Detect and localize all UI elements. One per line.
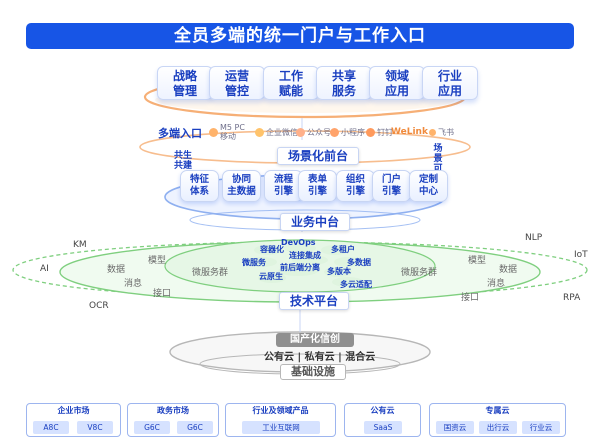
chip-wecom[interactable]: 企业微信: [255, 127, 298, 138]
mid-right-model: 模型: [468, 256, 487, 266]
mid-right-message: 消息: [487, 279, 506, 289]
mid-left-interface: 接口: [153, 289, 172, 299]
outer-label-ai: AI: [40, 264, 49, 274]
bubble-devops: DevOps: [281, 238, 316, 247]
outer-label-ocr: OCR: [89, 301, 109, 311]
chip-dingtalk[interactable]: 钉钉: [366, 127, 393, 138]
mid-left-message: 消息: [124, 279, 143, 289]
front-stage-label: 场景化前台: [277, 147, 359, 165]
market-enterprise-title: 企业市场: [57, 406, 90, 415]
chip-wecom-text: 企业微信: [266, 128, 298, 137]
market-tag-g6c-1[interactable]: G6C: [134, 421, 170, 434]
market-government[interactable]: 政务市场 G6C G6C: [127, 403, 219, 437]
bubble-multi-cloud: 多云适配: [340, 280, 372, 289]
outer-label-rpa: RPA: [563, 293, 581, 303]
bubble-cloud-native: 云原生: [259, 272, 283, 281]
market-public-cloud-title: 公有云: [370, 406, 395, 415]
mid-left-model: 模型: [148, 256, 167, 266]
bubble-multi-data: 多数据: [347, 258, 371, 267]
multi-entry-label: 多端入口: [158, 127, 202, 140]
engine-organization[interactable]: 组织 引擎: [336, 170, 375, 202]
bubble-integration: 连接集成: [289, 251, 321, 260]
m5-icon: [209, 127, 218, 137]
chip-feishu-text: 飞书: [438, 128, 454, 137]
cloud-types: 公有云 | 私有云 | 混合云: [264, 352, 376, 363]
feishu-icon: [429, 129, 436, 136]
engine-feature-system[interactable]: 特征 体系: [180, 170, 219, 202]
market-dedicated-cloud[interactable]: 专属云 国资云 出行云 行业云: [429, 403, 566, 437]
market-dedicated-cloud-title: 专属云: [485, 406, 510, 415]
market-tag-travel-cloud[interactable]: 出行云: [479, 421, 517, 434]
market-tag-industrial-internet[interactable]: 工业互联网: [242, 421, 320, 434]
mid-right-data: 数据: [499, 265, 518, 275]
market-industry-title: 行业及领域产品: [252, 406, 309, 415]
chip-dingtalk-text: 钉钉: [377, 128, 393, 137]
bubble-containerization: 容器化: [260, 245, 284, 254]
chip-m5[interactable]: M5 PC 移动: [209, 123, 245, 141]
mid-right-interface: 接口: [461, 293, 480, 303]
bubble-multi-version: 多版本: [327, 267, 351, 276]
capability-operations[interactable]: 运营 管控: [209, 66, 265, 100]
chip-official-text: 公众号: [307, 128, 331, 137]
bubble-multi-tenant: 多租户: [331, 245, 355, 254]
chip-official[interactable]: 公众号: [296, 127, 331, 138]
official-account-icon: [296, 128, 305, 137]
capability-domain-apps[interactable]: 领域 应用: [369, 66, 425, 100]
capability-work-enablement[interactable]: 工作 赋能: [263, 66, 319, 100]
miniprogram-icon: [330, 128, 339, 137]
market-tag-a8c[interactable]: A8C: [33, 421, 69, 434]
market-government-title: 政务市场: [157, 406, 189, 415]
chip-miniprogram-text: 小程序: [341, 128, 365, 137]
engine-customization[interactable]: 定制 中心: [409, 170, 448, 202]
market-tag-v8c[interactable]: V8C: [77, 421, 113, 434]
chip-miniprogram[interactable]: 小程序: [330, 127, 365, 138]
business-middle-label: 业务中台: [280, 213, 350, 231]
capability-strategy[interactable]: 战略 管理: [157, 66, 213, 100]
market-tag-sasac-cloud[interactable]: 国资云: [436, 421, 474, 434]
market-tag-industry-cloud[interactable]: 行业云: [522, 421, 560, 434]
market-tag-g6c-2[interactable]: G6C: [177, 421, 213, 434]
market-industry[interactable]: 行业及领域产品 工业互联网: [225, 403, 336, 437]
engine-form[interactable]: 表单 引擎: [298, 170, 337, 202]
micro-services-left: 微服务群: [192, 268, 229, 278]
market-public-cloud[interactable]: 公有云 SaaS: [344, 403, 421, 437]
outer-label-nlp: NLP: [525, 233, 543, 243]
bubble-cluster: [247, 243, 364, 287]
chip-welink[interactable]: WeLink: [391, 127, 428, 137]
xinchuang-label: 国产化信创: [276, 333, 354, 347]
dingtalk-icon: [366, 128, 375, 137]
engine-master-data[interactable]: 协同 主数据: [222, 170, 261, 202]
bubble-fe-be-separation: 前后端分离: [280, 263, 320, 272]
page-title: 全员多端的统一门户与工作入口: [26, 23, 574, 49]
front-stage-left-caption: 共生 共建: [173, 151, 192, 171]
bubble-microservice: 微服务: [242, 258, 266, 267]
infrastructure-label: 基础设施: [280, 364, 346, 380]
chip-m5-text: M5 PC 移动: [220, 123, 245, 141]
market-tag-saas[interactable]: SaaS: [364, 421, 402, 434]
mid-left-data: 数据: [107, 265, 126, 275]
tech-outer-ring: [12, 241, 588, 299]
welink-icon: WeLink: [391, 127, 428, 137]
chip-feishu[interactable]: 飞书: [429, 127, 454, 138]
outer-label-km: KM: [73, 240, 87, 250]
capability-industry-apps[interactable]: 行业 应用: [422, 66, 478, 100]
engine-portal[interactable]: 门户 引擎: [372, 170, 411, 202]
capability-shared-services[interactable]: 共享 服务: [316, 66, 372, 100]
micro-services-right: 微服务群: [401, 268, 438, 278]
market-enterprise[interactable]: 企业市场 A8C V8C: [26, 403, 121, 437]
outer-label-iot: IoT: [574, 250, 588, 260]
wecom-icon: [255, 128, 264, 137]
tech-platform-label: 技术平台: [279, 292, 349, 310]
engine-workflow[interactable]: 流程 引擎: [264, 170, 303, 202]
